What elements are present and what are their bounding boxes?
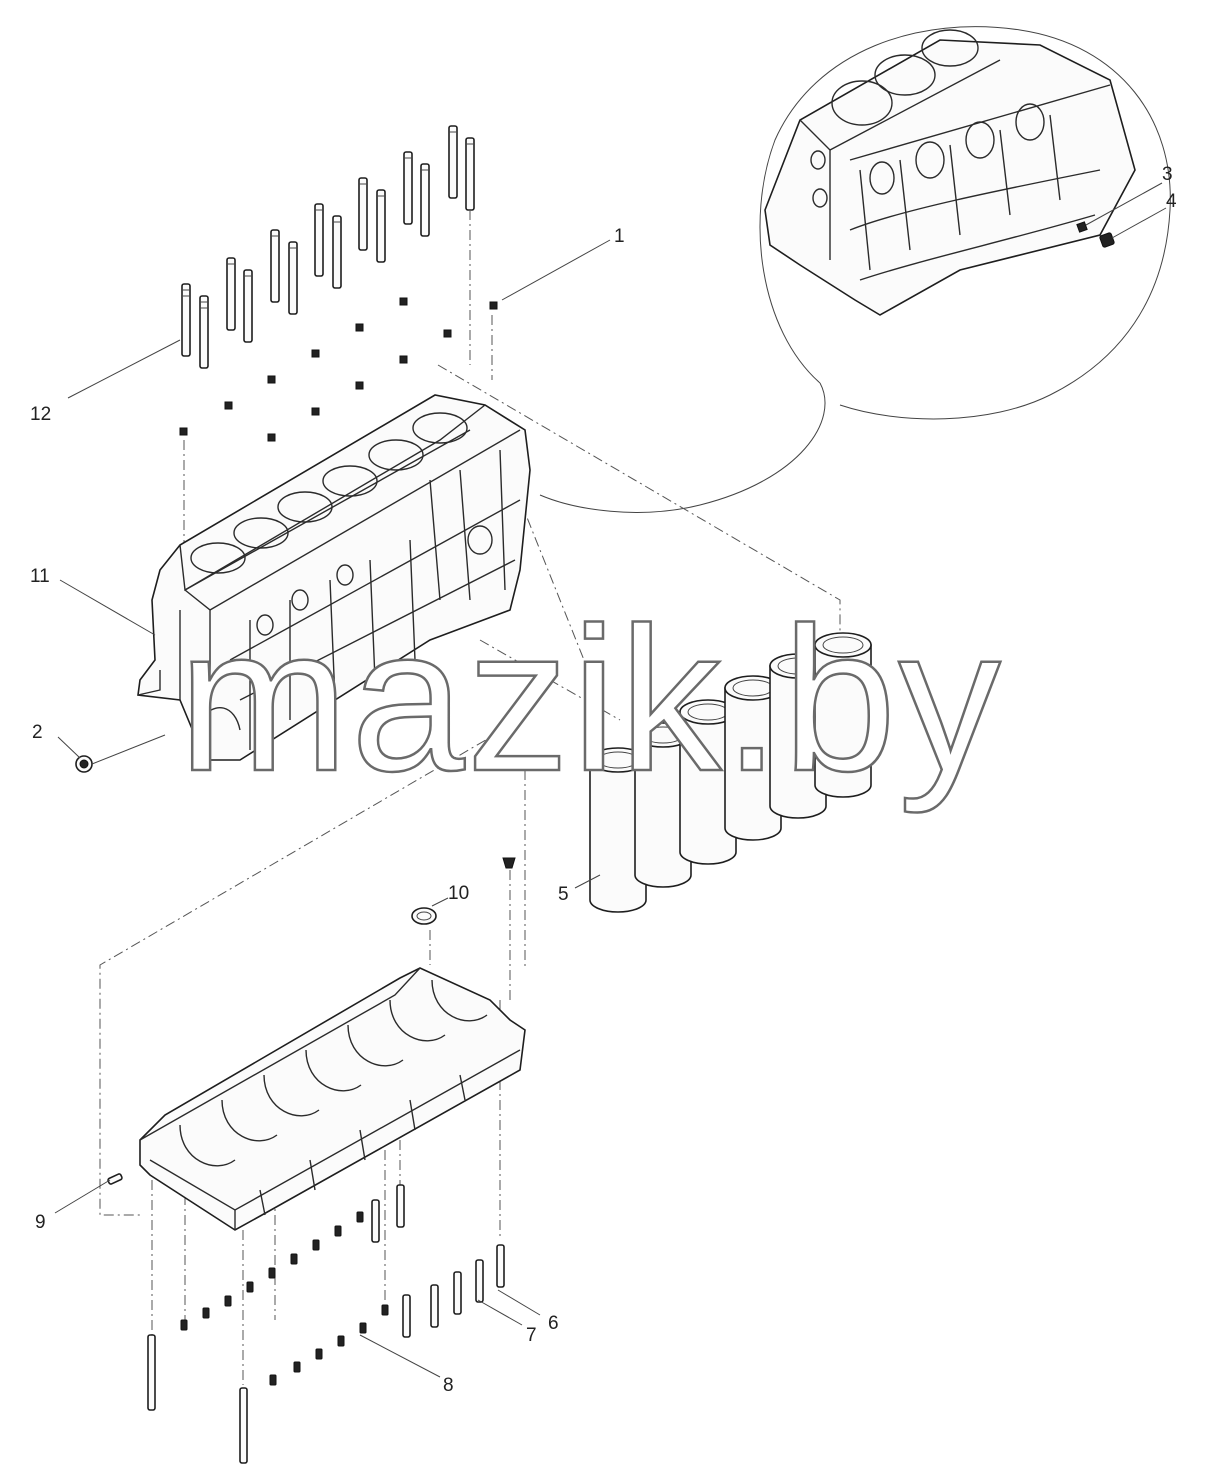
plug [75, 755, 93, 773]
callout-12: 12 [30, 404, 51, 425]
pin [107, 1173, 123, 1185]
callout-11: 11 [30, 566, 50, 587]
cylinder-head-studs [181, 125, 475, 369]
callout-6: 6 [548, 1313, 559, 1334]
callout-4: 4 [1166, 191, 1177, 212]
callout-numbers: 1 2 3 4 5 6 7 8 9 10 11 12 [30, 164, 1177, 1396]
callout-1: 1 [614, 226, 625, 247]
main-bearing-bolts [147, 1184, 505, 1464]
callout-10: 10 [448, 883, 469, 904]
callout-leaders [54, 239, 611, 1378]
cylinder-liners [589, 632, 872, 913]
callout-7: 7 [526, 1325, 537, 1346]
cylinder-block [137, 394, 531, 761]
callout-9: 9 [35, 1212, 46, 1233]
seal-ring [411, 857, 516, 925]
callout-2: 2 [32, 722, 43, 743]
watermark: mazik.by [178, 585, 1003, 814]
callout-3: 3 [1162, 164, 1173, 185]
detail-inset [539, 26, 1171, 513]
dowel-pins [179, 297, 498, 442]
callout-5: 5 [558, 884, 569, 905]
callout-8: 8 [443, 1375, 454, 1396]
bearing-ladder-frame [139, 967, 526, 1231]
